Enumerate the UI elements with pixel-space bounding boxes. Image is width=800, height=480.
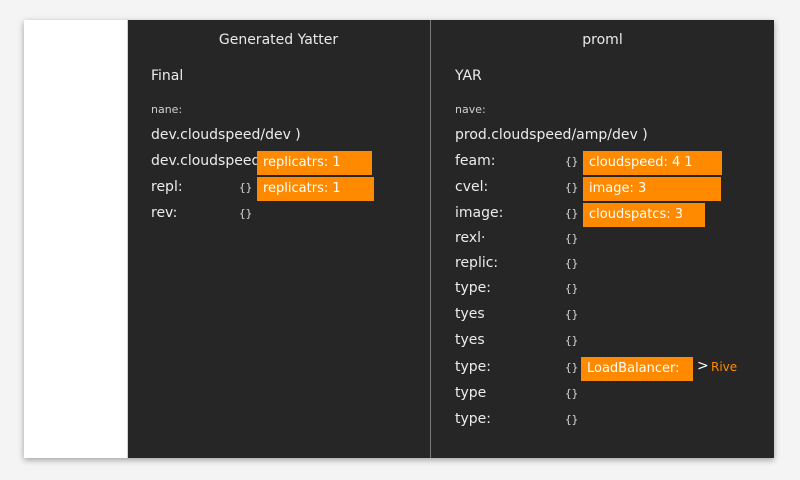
left-path-line: dev.cloudspeed/dev ) <box>151 127 301 143</box>
right-key-rexl: rexl· <box>455 230 486 246</box>
right-pane-title: proml <box>582 32 623 48</box>
left-tag-replicas-1[interactable]: replicatrs: 1 <box>257 151 372 175</box>
left-field-label: nane: <box>151 103 183 116</box>
right-brace-5[interactable]: {} <box>565 257 579 270</box>
rive-link[interactable]: Rive <box>711 360 738 374</box>
right-pane: proml YAR nave: prod.cloudspeed/amp/dev … <box>431 20 774 458</box>
right-brace-9[interactable]: {} <box>565 361 579 374</box>
right-section-heading: YAR <box>455 68 482 84</box>
right-brace-11[interactable]: {} <box>565 413 579 426</box>
right-key-type-2: type: <box>455 359 491 375</box>
left-brace-rev[interactable]: {} <box>239 207 253 220</box>
left-key-rev: rev: <box>151 205 178 221</box>
left-pane: Generated Yatter Final nane: dev.cloudsp… <box>127 20 430 458</box>
right-key-image: image: <box>455 205 504 221</box>
right-key-tyes-1: tyes <box>455 306 485 322</box>
right-tag-loadbalancer[interactable]: LoadBalancer: <box>581 357 693 381</box>
right-key-replic: replic: <box>455 255 499 271</box>
right-brace-7[interactable]: {} <box>565 308 579 321</box>
left-section-heading: Final <box>151 68 184 84</box>
right-key-type-3: type <box>455 385 487 401</box>
left-pane-title: Generated Yatter <box>218 32 339 48</box>
editor-frame: Generated Yatter Final nane: dev.cloudsp… <box>24 20 774 458</box>
right-key-type-4: type: <box>455 411 491 427</box>
left-tag-replicas-2[interactable]: replicatrs: 1 <box>257 177 374 201</box>
right-brace-8[interactable]: {} <box>565 334 579 347</box>
left-line-cloudspeed: dev.cloudspeed <box>151 153 261 169</box>
right-key-type-1: type: <box>455 280 491 296</box>
right-key-feam: feam: <box>455 153 496 169</box>
right-field-label: nave: <box>455 103 486 116</box>
right-tag-image[interactable]: image: 3 <box>583 177 721 201</box>
left-brace-repl[interactable]: {} <box>239 181 253 194</box>
chevron-right-icon[interactable]: > <box>697 358 709 374</box>
right-tag-cloudspatcs[interactable]: cloudspatcs: 3 <box>583 203 705 227</box>
right-path-line: prod.cloudspeed/amp/dev ) <box>455 127 648 143</box>
right-brace-3[interactable]: {} <box>565 207 579 220</box>
left-gutter <box>24 20 128 458</box>
right-brace-1[interactable]: {} <box>565 155 579 168</box>
right-key-cvel: cvel: <box>455 179 489 195</box>
left-key-repl: repl: <box>151 179 183 195</box>
right-brace-2[interactable]: {} <box>565 181 579 194</box>
right-key-tyes-2: tyes <box>455 332 485 348</box>
right-tag-cloudspeed[interactable]: cloudspeed: 4 1 <box>583 151 722 175</box>
right-brace-10[interactable]: {} <box>565 387 579 400</box>
right-brace-6[interactable]: {} <box>565 282 579 295</box>
pane-divider[interactable] <box>430 20 431 458</box>
right-brace-4[interactable]: {} <box>565 232 579 245</box>
